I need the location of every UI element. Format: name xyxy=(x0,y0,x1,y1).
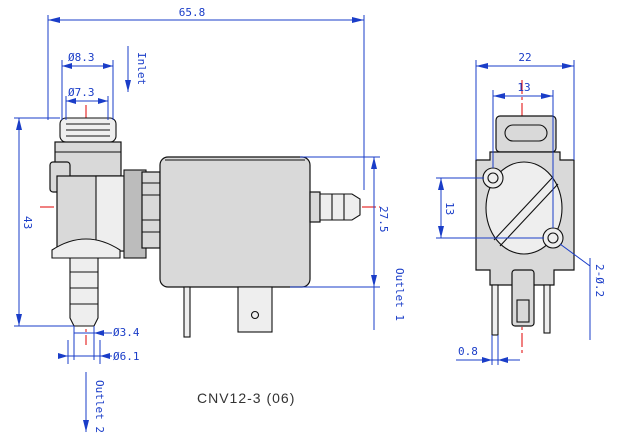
outlet1-label: Outlet 1 xyxy=(393,268,406,321)
inlet-label: Inlet xyxy=(135,52,148,85)
model-caption: CNV12-3 (06) xyxy=(197,390,295,406)
dim-height-left: 43 xyxy=(21,216,34,229)
end-terminal-left xyxy=(491,284,499,336)
dim-outlet1-offset: 27.5 xyxy=(377,206,390,233)
dim-inner-width-right: 13 xyxy=(517,81,530,94)
mount-hole-lower-inner xyxy=(547,232,559,244)
mount-hole-lower xyxy=(542,227,564,249)
end-body-diagonal xyxy=(493,177,553,241)
valve-body xyxy=(49,161,161,259)
dim-width-right: 22 xyxy=(518,51,531,64)
terminals xyxy=(183,286,273,338)
dim-overall-length: 65.8 xyxy=(179,6,206,19)
dim-outlet2-outer-diameter: Ø3.4 xyxy=(113,326,140,339)
dim-inlet-outer-diameter: Ø8.3 xyxy=(68,51,95,64)
end-body-diagonal-2 xyxy=(499,183,559,247)
end-nozzle xyxy=(511,269,535,327)
dim-hole-spacing: 13 xyxy=(443,202,456,215)
outlet1-nozzle xyxy=(309,191,361,223)
side-view: 65.8 Ø8.3 Ø7.3 Inlet 43 27.5 xyxy=(14,6,406,433)
connector-slot xyxy=(504,124,548,142)
dim-pin-thickness: 0.8 xyxy=(458,345,478,358)
dim-inlet-inner-diameter: Ø7.3 xyxy=(68,86,95,99)
end-nozzle-inner xyxy=(516,299,530,323)
solenoid-coil xyxy=(159,156,311,288)
mount-hole-upper xyxy=(482,167,504,189)
end-view: 22 13 13 2-Ø.2 0.8 xyxy=(436,51,606,365)
dim-mount-hole: 2-Ø.2 xyxy=(593,264,606,297)
dim-outlet2-inner-diameter: Ø6.1 xyxy=(113,350,140,363)
end-terminal-right xyxy=(543,284,551,334)
outlet2-nozzle xyxy=(69,257,99,327)
outlet2-label: Outlet 2 xyxy=(93,380,106,433)
mount-hole-upper-inner xyxy=(487,172,499,184)
